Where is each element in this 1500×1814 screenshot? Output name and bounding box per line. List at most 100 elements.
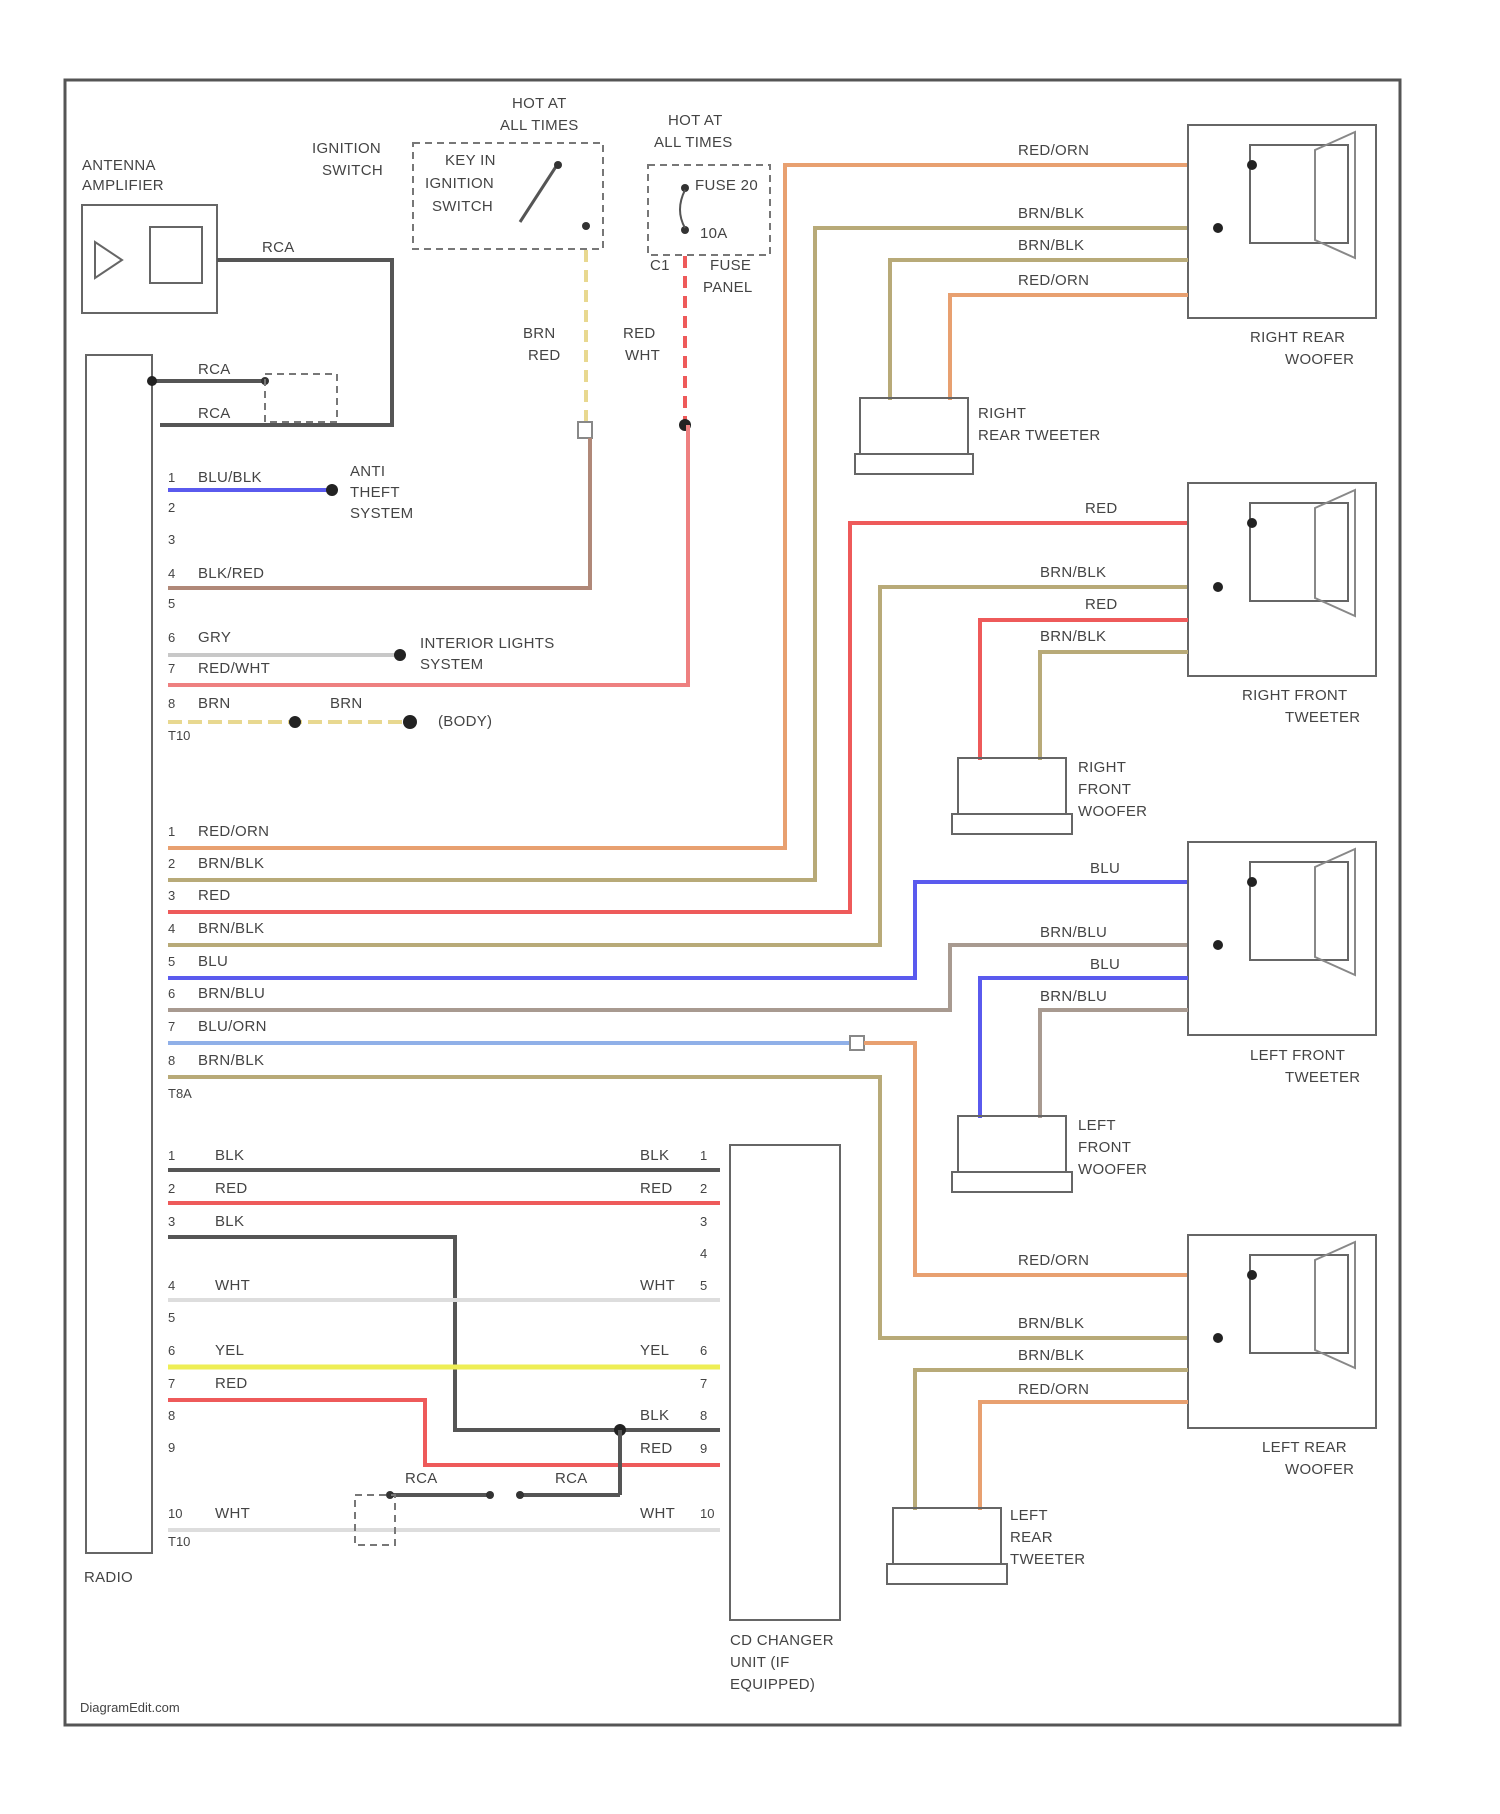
svg-text:RED: RED	[1085, 596, 1118, 613]
svg-text:LEFT: LEFT	[1010, 1507, 1048, 1524]
svg-text:LEFT REAR: LEFT REAR	[1262, 1439, 1347, 1456]
svg-text:FUSE 20: FUSE 20	[695, 177, 758, 194]
svg-text:WHT: WHT	[215, 1277, 250, 1294]
svg-text:BLU: BLU	[198, 953, 228, 970]
svg-text:6: 6	[168, 1343, 175, 1358]
left-front-woofer: LEFT FRONT WOOFER	[952, 1116, 1147, 1192]
svg-text:RED: RED	[623, 325, 656, 342]
svg-text:RED: RED	[528, 347, 561, 364]
svg-text:WOOFER: WOOFER	[1078, 803, 1147, 820]
svg-text:FUSE: FUSE	[710, 257, 751, 274]
svg-text:EQUIPPED): EQUIPPED)	[730, 1676, 815, 1693]
right-front-tweeter: RIGHT FRONT TWEETER	[1188, 483, 1376, 726]
svg-text:RED: RED	[1085, 500, 1118, 517]
left-rear-woofer: LEFT REAR WOOFER	[1188, 1235, 1376, 1478]
svg-text:TWEETER: TWEETER	[1010, 1551, 1085, 1568]
svg-text:INTERIOR LIGHTS: INTERIOR LIGHTS	[420, 635, 555, 652]
svg-text:7: 7	[168, 1376, 175, 1391]
svg-text:WHT: WHT	[215, 1505, 250, 1522]
svg-text:KEY IN: KEY IN	[445, 152, 496, 169]
left-rear-tweeter: LEFT REAR TWEETER	[887, 1507, 1085, 1584]
svg-text:WHT: WHT	[625, 347, 660, 364]
svg-text:UNIT (IF: UNIT (IF	[730, 1654, 790, 1671]
t10-connector-wires: 1 BLU/BLK ANTI THEFT SYSTEM 2 3 4 BLK/RE…	[168, 425, 688, 743]
svg-text:RED: RED	[198, 887, 231, 904]
svg-text:RCA: RCA	[262, 239, 295, 256]
svg-text:BLK: BLK	[640, 1147, 669, 1164]
svg-text:RED: RED	[215, 1375, 248, 1392]
svg-text:10: 10	[700, 1506, 714, 1521]
svg-text:LEFT: LEFT	[1078, 1117, 1116, 1134]
svg-text:7: 7	[168, 1019, 175, 1034]
svg-text:BLK: BLK	[640, 1407, 669, 1424]
right-front-woofer: RIGHT FRONT WOOFER	[952, 758, 1147, 834]
svg-text:WHT: WHT	[640, 1277, 675, 1294]
amplifier-symbol-icon	[95, 242, 122, 278]
svg-text:IGNITION: IGNITION	[425, 175, 494, 192]
svg-text:4: 4	[168, 1278, 175, 1293]
svg-text:C1: C1	[650, 257, 670, 274]
svg-text:7: 7	[700, 1376, 707, 1391]
svg-text:5: 5	[168, 1310, 175, 1325]
svg-text:GRY: GRY	[198, 629, 231, 646]
svg-text:RED: RED	[640, 1180, 673, 1197]
svg-text:BRN/BLU: BRN/BLU	[198, 985, 265, 1002]
svg-text:YEL: YEL	[215, 1342, 244, 1359]
svg-text:RED/ORN: RED/ORN	[1018, 142, 1089, 159]
svg-text:(BODY): (BODY)	[438, 713, 492, 730]
svg-text:4: 4	[168, 921, 175, 936]
svg-text:BRN/BLK: BRN/BLK	[198, 855, 264, 872]
svg-text:RCA: RCA	[198, 361, 231, 378]
svg-text:1: 1	[700, 1148, 707, 1163]
svg-text:ALL TIMES: ALL TIMES	[500, 117, 579, 134]
svg-text:SWITCH: SWITCH	[432, 198, 493, 215]
svg-text:BLK/RED: BLK/RED	[198, 565, 264, 582]
svg-text:RIGHT REAR: RIGHT REAR	[1250, 329, 1345, 346]
right-rear-woofer: RIGHT REAR WOOFER	[1188, 125, 1376, 368]
svg-text:4: 4	[700, 1246, 707, 1261]
svg-text:RED: RED	[640, 1440, 673, 1457]
ignition-switch: IGNITION SWITCH HOT AT ALL TIMES KEY IN …	[312, 95, 603, 249]
svg-text:HOT AT: HOT AT	[668, 112, 723, 129]
svg-text:BRN: BRN	[330, 695, 363, 712]
svg-text:8: 8	[168, 1408, 175, 1423]
fuse-panel: HOT AT ALL TIMES FUSE 20 10A FUSE PANEL …	[648, 112, 770, 296]
svg-text:BLU/ORN: BLU/ORN	[198, 1018, 267, 1035]
svg-text:BRN/BLK: BRN/BLK	[198, 1052, 264, 1069]
svg-text:BRN/BLK: BRN/BLK	[1040, 564, 1106, 581]
svg-text:3: 3	[168, 1214, 175, 1229]
svg-text:T10: T10	[168, 1534, 190, 1549]
svg-text:5: 5	[168, 954, 175, 969]
svg-text:BRN/BLK: BRN/BLK	[1040, 628, 1106, 645]
svg-text:TWEETER: TWEETER	[1285, 709, 1360, 726]
svg-text:9: 9	[700, 1441, 707, 1456]
svg-text:SYSTEM: SYSTEM	[350, 505, 413, 522]
svg-text:6: 6	[168, 630, 175, 645]
svg-text:2: 2	[168, 1181, 175, 1196]
svg-text:SWITCH: SWITCH	[322, 162, 383, 179]
svg-text:BRN: BRN	[198, 695, 231, 712]
svg-text:BLU/BLK: BLU/BLK	[198, 469, 262, 486]
svg-text:BLK: BLK	[215, 1213, 244, 1230]
antenna-amplifier: ANTENNA AMPLIFIER	[82, 157, 217, 313]
svg-text:5: 5	[168, 596, 175, 611]
svg-text:2: 2	[168, 856, 175, 871]
svg-text:RIGHT FRONT: RIGHT FRONT	[1242, 687, 1348, 704]
svg-text:T8A: T8A	[168, 1086, 192, 1101]
cd-changer-wires: 1 BLK BLK 1 2 RED RED 2 3 BLK 3 4 4 WHT …	[168, 1147, 720, 1549]
svg-text:ANTENNA: ANTENNA	[82, 157, 156, 174]
svg-text:9: 9	[168, 1440, 175, 1455]
svg-text:2: 2	[168, 500, 175, 515]
watermark: DiagramEdit.com	[80, 1700, 180, 1715]
svg-text:RIGHT: RIGHT	[1078, 759, 1126, 776]
svg-text:ALL TIMES: ALL TIMES	[654, 134, 733, 151]
cd-changer-unit: CD CHANGER UNIT (IF EQUIPPED)	[730, 1145, 840, 1693]
svg-text:RED/ORN: RED/ORN	[1018, 1252, 1089, 1269]
svg-text:HOT AT: HOT AT	[512, 95, 567, 112]
svg-text:YEL: YEL	[640, 1342, 669, 1359]
svg-text:2: 2	[700, 1181, 707, 1196]
svg-text:3: 3	[700, 1214, 707, 1229]
svg-text:ANTI: ANTI	[350, 463, 385, 480]
svg-text:PANEL: PANEL	[703, 279, 753, 296]
svg-text:WOOFER: WOOFER	[1285, 351, 1354, 368]
